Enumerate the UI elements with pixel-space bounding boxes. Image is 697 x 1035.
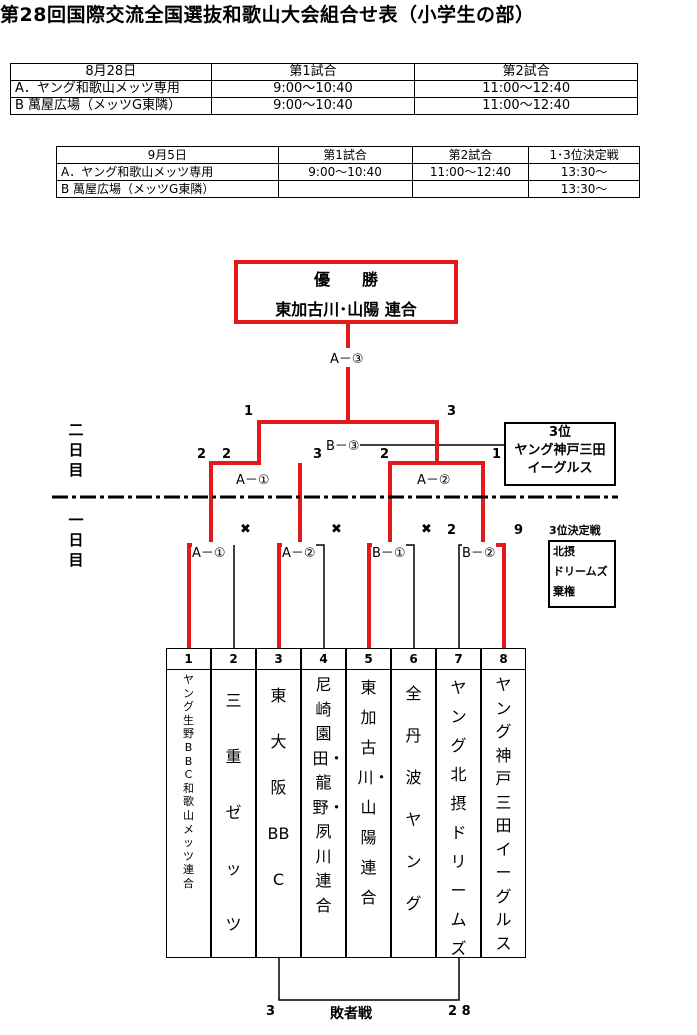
schedule-table-sep5: 9月5日 第1試合 第2試合 1･3位決定戦 A．ヤング和歌山メッツ専用 9:0… <box>56 146 640 198</box>
score: 2 <box>197 447 207 462</box>
third-place-box: 3位 ヤング神戸三田 イーグルス <box>504 422 616 486</box>
team-name: 三重ゼッツ <box>225 691 242 934</box>
team-name: ヤング神戸三田イーグルス <box>495 675 512 953</box>
forfeit-mark: ✖ <box>421 522 432 537</box>
day2-label: 二日目 <box>68 421 84 479</box>
forfeit-mark: ✖ <box>240 522 251 537</box>
time-cell: 11:00～12:40 <box>414 97 638 115</box>
team-column: 5 東加古川・山陽連合 <box>346 648 391 958</box>
schedule-table-aug28: 8月28日 第1試合 第2試合 A．ヤング和歌山メッツ専用 9:00～10:40… <box>10 63 638 115</box>
game-semi-right: A－② <box>417 469 451 488</box>
forfeit-heading: 3位決定戦 <box>549 524 601 537</box>
forfeit-line1: 北摂 <box>553 545 575 558</box>
team-number: 5 <box>347 649 390 670</box>
score: 1 <box>244 404 254 419</box>
score: 1 <box>492 447 502 462</box>
team-column: 3 東大阪BBC <box>256 648 301 958</box>
day1-label: 一日目 <box>68 511 84 569</box>
team-name: ヤング北摂ドリームズ <box>450 678 467 958</box>
team-column: 6 全丹波ヤング <box>391 648 436 958</box>
score: 2 <box>222 447 232 462</box>
forfeit-line2: ドリームズ <box>553 565 608 578</box>
score: 3 <box>313 447 323 462</box>
team-number: 8 <box>482 649 525 670</box>
time-cell: 9:00～10:40 <box>210 97 416 115</box>
team-column: 7 ヤング北摂ドリームズ <box>436 648 481 958</box>
venue-cell: B 萬屋広場（メッツG東隣） <box>56 180 279 198</box>
score: 3 <box>266 1004 276 1019</box>
team-column: 4 尼崎園田・龍野・夙川連合 <box>301 648 346 958</box>
team-number: 7 <box>437 649 480 670</box>
team-column: 1 ヤング生野BBC和歌山メッツ連合 <box>166 648 211 958</box>
team-name: 尼崎園田・龍野・夙川連合 <box>312 675 345 915</box>
time-cell <box>277 180 413 198</box>
third-place-heading: 3位 <box>548 425 572 440</box>
schedule-col-header: 第1試合 <box>210 63 416 81</box>
team-name: 全丹波ヤング <box>405 684 422 913</box>
team-number: 1 <box>167 649 210 670</box>
game-third-place: B－③ <box>326 435 360 454</box>
champion-heading: 優勝 <box>313 270 410 289</box>
game-r1-2: A－② <box>282 542 316 561</box>
time-cell: 11:00～12:40 <box>414 80 638 98</box>
game-r1-1: A－① <box>192 542 226 561</box>
score: 3 <box>447 404 457 419</box>
third-place-team-line1: ヤング神戸三田 <box>514 443 606 458</box>
game-semi-left: A－① <box>236 469 270 488</box>
team-number: 6 <box>392 649 435 670</box>
score: 9 <box>514 523 524 538</box>
champion-team: 東加古川･山陽 連合 <box>275 300 417 319</box>
time-cell: 13:30～ <box>528 180 640 198</box>
team-column: 2 三重ゼッツ <box>211 648 256 958</box>
team-number: 4 <box>302 649 345 670</box>
forfeit-line3: 棄権 <box>553 585 575 598</box>
team-name: 東加古川・山陽連合 <box>357 678 390 907</box>
game-r1-4: B－② <box>462 542 496 561</box>
game-final: A－③ <box>330 348 364 367</box>
game-r1-3: B－① <box>372 542 406 561</box>
score: 2 <box>447 523 457 538</box>
team-number: 2 <box>212 649 255 670</box>
team-name: ヤング生野BBC和歌山メッツ連合 <box>183 673 194 890</box>
score: 2 <box>380 447 390 462</box>
team-name: 東大阪BBC <box>267 686 290 889</box>
time-cell: 9:00～10:40 <box>277 163 413 181</box>
third-place-team-line2: イーグルス <box>527 461 593 476</box>
venue-cell: B 萬屋広場（メッツG東隣） <box>10 97 212 115</box>
team-column: 8 ヤング神戸三田イーグルス <box>481 648 526 958</box>
page-title: 第28回国際交流全国選抜和歌山大会組合せ表（小学生の部） <box>0 4 535 26</box>
consolation-label: 敗者戦 <box>330 1006 372 1022</box>
forfeit-box: 北摂 ドリームズ 棄権 <box>548 540 616 608</box>
champion-box: 優勝 東加古川･山陽 連合 <box>234 260 458 324</box>
forfeit-mark: ✖ <box>331 522 342 537</box>
score: 2 8 <box>448 1004 471 1019</box>
team-number: 3 <box>257 649 300 670</box>
